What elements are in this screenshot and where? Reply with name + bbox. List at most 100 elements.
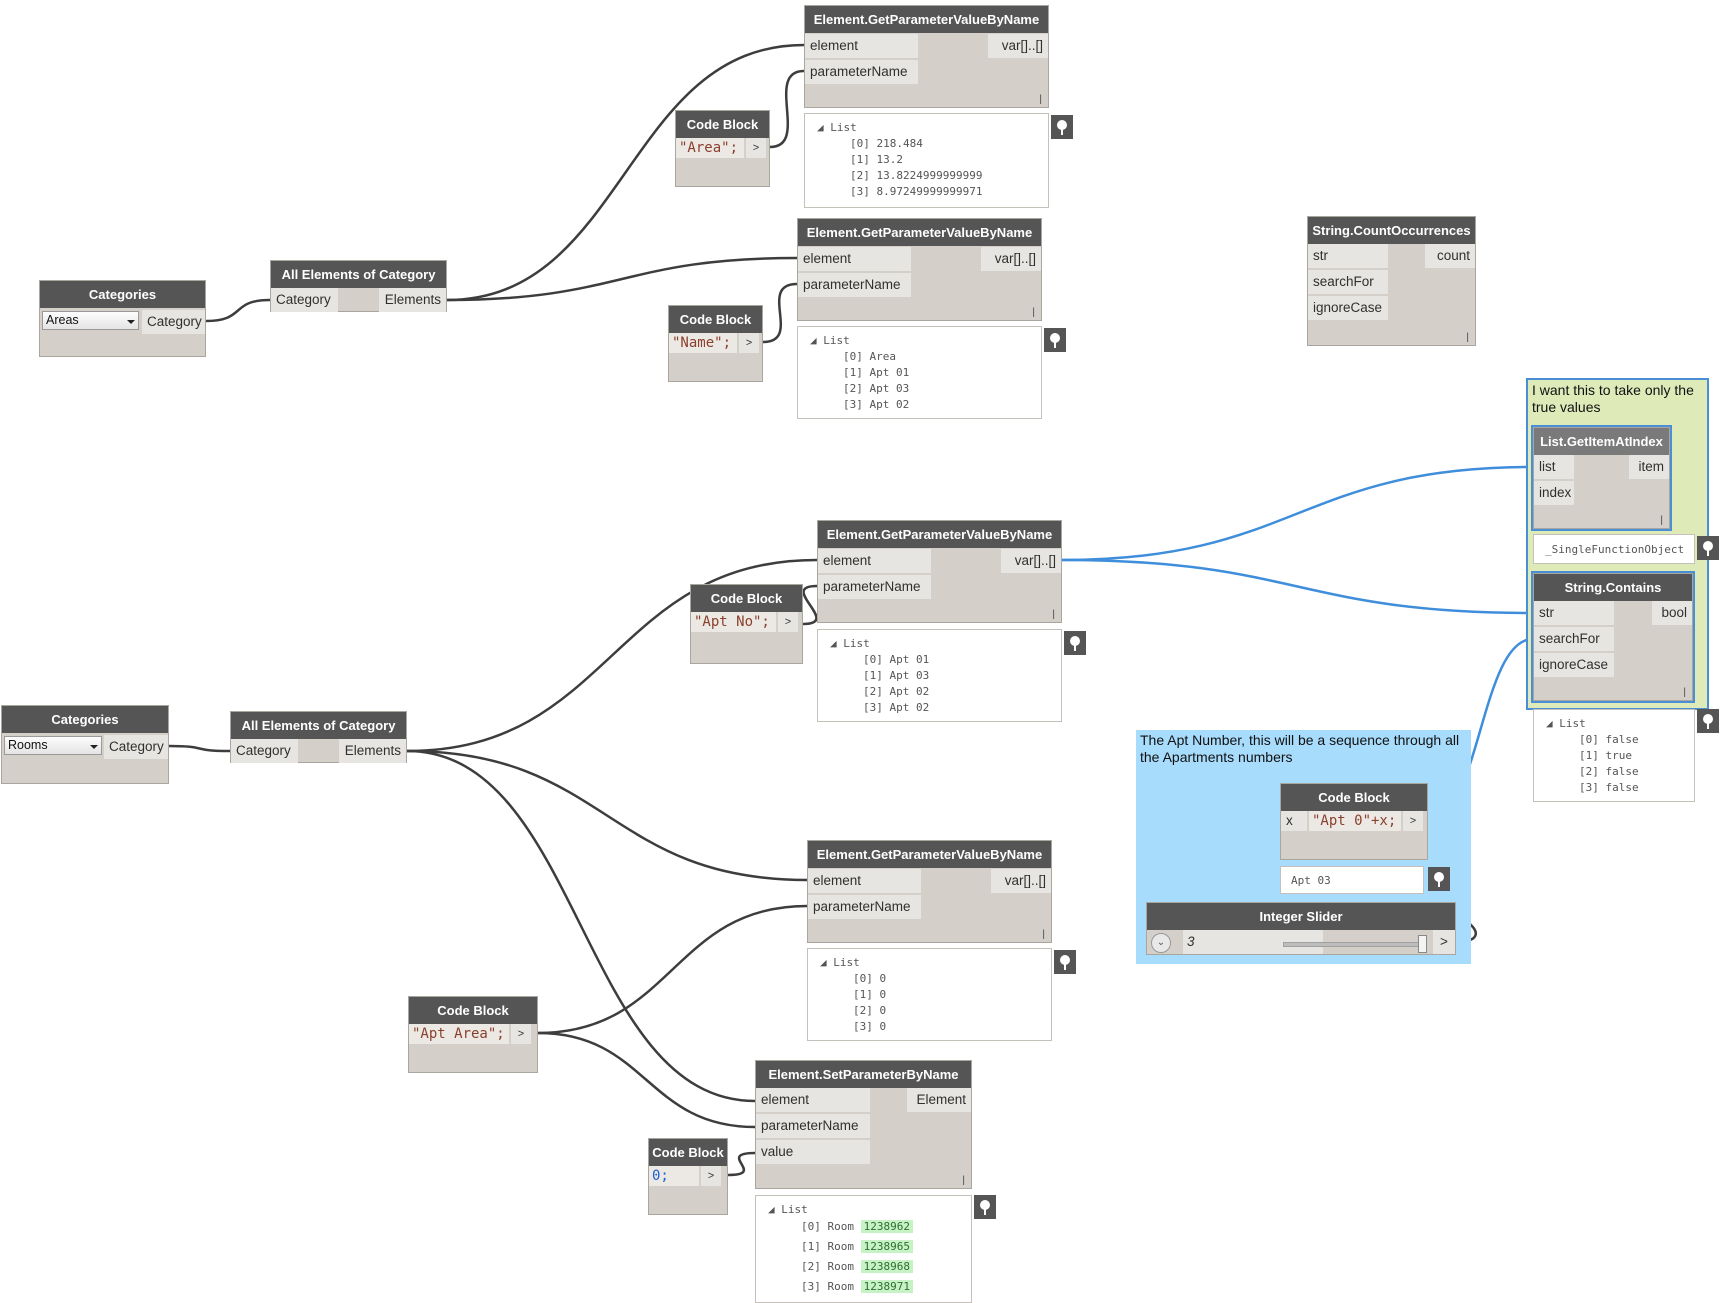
get-param-aptarea-node[interactable]: Element.GetParameterValueByName element … — [807, 840, 1052, 943]
input-port-index[interactable]: index — [1534, 481, 1574, 505]
element-id-badge[interactable]: 1238962 — [860, 1220, 913, 1233]
input-port-parameter-name[interactable]: parameterName — [818, 575, 931, 599]
input-port-element[interactable]: element — [756, 1088, 870, 1112]
wire-elements-bottom-aptarea[interactable] — [406, 749, 808, 882]
input-port-parameter-name[interactable]: parameterName — [798, 273, 911, 297]
code-text[interactable]: "Area"; — [676, 138, 744, 158]
input-port-element[interactable]: element — [798, 247, 911, 271]
input-port-element[interactable]: element — [818, 549, 931, 573]
output-port[interactable]: > — [1433, 930, 1455, 954]
pin-icon[interactable] — [1054, 950, 1076, 974]
watch-preview-name[interactable]: ◢ List [0] Area [1] Apt 01 [2] Apt 03 [3… — [797, 326, 1042, 419]
input-port-category[interactable]: Category — [271, 288, 338, 312]
output-port-bool[interactable]: bool — [1652, 601, 1692, 625]
watch-preview-aptno[interactable]: ◢ List [0] Apt 01 [1] Apt 03 [2] Apt 02 … — [817, 629, 1062, 722]
input-port-category[interactable]: Category — [231, 739, 298, 763]
element-id-badge[interactable]: 1238965 — [860, 1240, 913, 1253]
code-text[interactable]: "Name"; — [669, 333, 737, 353]
code-block-name-node[interactable]: Code Block "Name"; > — [668, 305, 763, 382]
all-elements-top-node[interactable]: All Elements of Category Category Elemen… — [270, 260, 447, 312]
element-id-badge[interactable]: 1238968 — [860, 1260, 913, 1273]
input-port-str[interactable]: str — [1308, 244, 1388, 268]
output-port-item[interactable]: item — [1629, 455, 1669, 479]
output-port-category[interactable]: Category — [142, 310, 205, 334]
output-port-category[interactable]: Category — [104, 735, 168, 759]
output-port[interactable]: > — [739, 333, 759, 353]
code-text[interactable]: 0; — [649, 1166, 699, 1186]
output-port[interactable]: > — [778, 612, 798, 632]
category-dropdown[interactable]: Rooms — [4, 736, 102, 755]
code-block-aptarea-node[interactable]: Code Block "Apt Area"; > — [408, 996, 538, 1073]
get-param-aptno-node[interactable]: Element.GetParameterValueByName element … — [817, 520, 1062, 623]
wire-cb-area[interactable] — [769, 69, 805, 149]
wire-cb-aptno[interactable] — [802, 584, 818, 626]
output-port-var[interactable]: var[]..[] — [981, 247, 1041, 271]
output-port-var[interactable]: var[]..[] — [1001, 549, 1061, 573]
output-port-var[interactable]: var[]..[] — [988, 34, 1048, 58]
watch-preview-aptarea[interactable]: ◢ List [0] 0 [1] 0 [2] 0 [3] 0 — [807, 948, 1052, 1041]
all-elements-bottom-node[interactable]: All Elements of Category Category Elemen… — [230, 711, 407, 763]
pin-icon[interactable] — [1697, 709, 1719, 733]
slider-track[interactable] — [1283, 942, 1425, 947]
watch-preview-contains[interactable]: ◢ List [0] false [1] true [2] false [3] … — [1533, 709, 1695, 802]
output-port-elements[interactable]: Elements — [379, 288, 446, 312]
input-port-ignore-case[interactable]: ignoreCase — [1534, 653, 1614, 677]
input-port-x[interactable]: x — [1281, 811, 1307, 831]
code-block-apt-sequence-node[interactable]: Code Block x "Apt 0"+x; > — [1280, 783, 1428, 860]
category-dropdown[interactable]: Areas — [42, 311, 139, 330]
input-port-ignore-case[interactable]: ignoreCase — [1308, 296, 1388, 320]
output-port[interactable]: > — [746, 138, 766, 158]
output-port-var[interactable]: var[]..[] — [991, 869, 1051, 893]
string-contains-node[interactable]: String.Contains str searchFor ignoreCase… — [1531, 571, 1695, 703]
input-port-search-for[interactable]: searchFor — [1308, 270, 1388, 294]
pin-icon[interactable] — [1697, 536, 1719, 560]
integer-slider-node[interactable]: Integer Slider ⌄ 3 > — [1146, 902, 1456, 955]
watch-preview-set-param[interactable]: ◢ List [0] Room 1238962 [1] Room 1238965… — [755, 1195, 972, 1303]
input-port-str[interactable]: str — [1534, 601, 1614, 625]
list-get-item-at-index-node[interactable]: List.GetItemAtIndex list index item | — [1531, 425, 1672, 531]
code-block-area-node[interactable]: Code Block "Area"; > — [675, 110, 770, 187]
pin-icon[interactable] — [1064, 631, 1086, 655]
code-text[interactable]: "Apt 0"+x; — [1309, 811, 1401, 831]
input-port-parameter-name[interactable]: parameterName — [808, 895, 921, 919]
input-port-parameter-name[interactable]: parameterName — [805, 60, 918, 84]
output-port-elements[interactable]: Elements — [339, 739, 406, 763]
output-port-count[interactable]: count — [1425, 244, 1475, 268]
wire-cb-zero-value[interactable] — [727, 1151, 756, 1177]
wire-cb-aptarea-setparam[interactable] — [537, 1031, 756, 1129]
wire-categories-areas[interactable] — [205, 298, 271, 323]
categories-rooms-node[interactable]: Categories Rooms Category — [1, 705, 169, 784]
set-parameter-by-name-node[interactable]: Element.SetParameterByName element param… — [755, 1060, 972, 1189]
input-port-list[interactable]: list — [1534, 455, 1574, 479]
wire-aptno-list[interactable] — [1061, 465, 1534, 562]
code-block-aptno-node[interactable]: Code Block "Apt No"; > — [690, 584, 803, 664]
output-port[interactable]: > — [1403, 811, 1423, 831]
chevron-down-icon[interactable]: ⌄ — [1151, 933, 1171, 953]
input-port-value[interactable]: value — [756, 1140, 870, 1164]
watch-preview-area[interactable]: ◢ List [0] 218.484 [1] 13.2 [2] 13.82249… — [804, 113, 1049, 208]
wire-aptno-str[interactable] — [1061, 558, 1534, 615]
output-port-element[interactable]: Element — [907, 1088, 971, 1112]
slider-thumb[interactable] — [1418, 935, 1427, 953]
get-param-name-node[interactable]: Element.GetParameterValueByName element … — [797, 218, 1042, 321]
code-text[interactable]: "Apt No"; — [691, 612, 776, 632]
code-block-zero-node[interactable]: Code Block 0; > — [648, 1138, 728, 1215]
element-id-badge[interactable]: 1238971 — [860, 1280, 913, 1293]
input-port-element[interactable]: element — [805, 34, 918, 58]
pin-icon[interactable] — [1428, 867, 1450, 891]
wire-cb-aptarea-getparam[interactable] — [537, 904, 808, 1035]
watch-preview-single-function[interactable]: _SingleFunctionObject — [1533, 534, 1695, 564]
output-port[interactable]: > — [701, 1166, 721, 1186]
watch-preview-apt-sequence[interactable]: Apt 03 — [1280, 866, 1424, 894]
input-port-parameter-name[interactable]: parameterName — [756, 1114, 870, 1138]
string-count-occurrences-node[interactable]: String.CountOccurrences str searchFor ig… — [1307, 216, 1476, 346]
input-port-search-for[interactable]: searchFor — [1534, 627, 1614, 651]
output-port[interactable]: > — [511, 1024, 531, 1044]
pin-icon[interactable] — [974, 1195, 996, 1219]
wire-categories-rooms[interactable] — [168, 744, 231, 753]
code-text[interactable]: "Apt Area"; — [409, 1024, 509, 1044]
pin-icon[interactable] — [1051, 115, 1073, 139]
input-port-element[interactable]: element — [808, 869, 921, 893]
pin-icon[interactable] — [1044, 328, 1066, 352]
categories-areas-node[interactable]: Categories Areas Category — [39, 280, 206, 357]
